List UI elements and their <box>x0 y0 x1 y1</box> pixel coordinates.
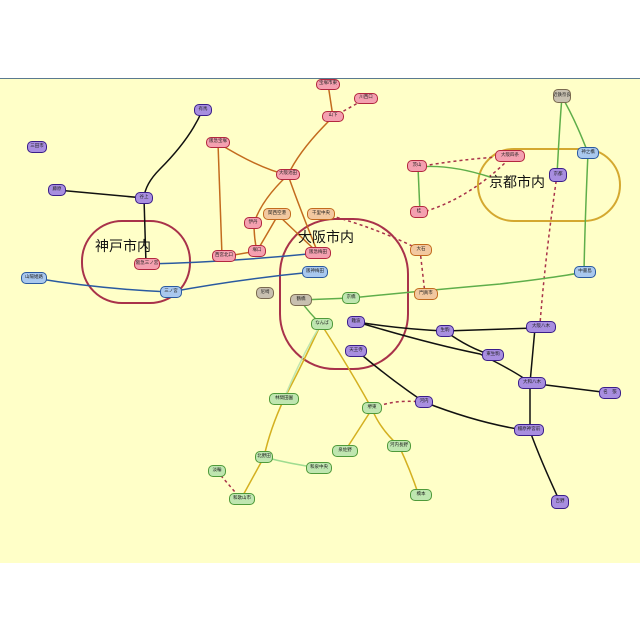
line-black-1 <box>143 110 203 199</box>
station-node[interactable]: 大阪池田 <box>276 169 300 180</box>
line-orange-6 <box>277 214 319 254</box>
line-orange-1 <box>217 142 223 257</box>
kobe-region-label: 神戸市内 <box>95 239 151 255</box>
station-node[interactable]: 桂 <box>410 206 428 218</box>
station-node[interactable]: 中書島 <box>574 266 596 278</box>
station-node[interactable]: 阪神梅田 <box>302 266 328 278</box>
station-node[interactable]: 河内長野 <box>387 440 411 452</box>
line-black-7 <box>529 327 561 503</box>
line-orange-4 <box>287 174 319 254</box>
station-node[interactable]: 門真市 <box>414 288 438 300</box>
station-node[interactable]: 北野田 <box>255 451 273 463</box>
station-node[interactable]: なんば <box>311 318 333 330</box>
station-node[interactable]: 和歌山市 <box>229 493 255 505</box>
station-node[interactable]: 橋本 <box>410 489 432 501</box>
line-black-3 <box>143 197 147 265</box>
station-node[interactable]: 谷上 <box>135 192 153 204</box>
kyoto-region-label: 京都市内 <box>489 175 545 191</box>
line-black-2 <box>56 189 145 199</box>
station-node[interactable]: 有馬 <box>194 104 212 116</box>
line-dotted-6 <box>539 174 558 325</box>
line-blue-3 <box>169 271 314 293</box>
station-node[interactable]: 関西空港 <box>263 208 291 220</box>
station-node[interactable]: 大阪四条 <box>495 150 525 162</box>
station-node[interactable]: 宝塚市東 <box>316 79 340 90</box>
station-node[interactable]: 神之橋 <box>577 147 599 159</box>
station-node[interactable]: 和泉中央 <box>306 462 332 474</box>
line-green-4 <box>556 96 563 176</box>
line-green-3 <box>561 96 589 154</box>
station-node[interactable]: 吉野 <box>551 495 569 509</box>
station-node[interactable]: 三ノ宮 <box>160 286 182 298</box>
line-green-1 <box>417 166 421 214</box>
diagram-canvas: 宝塚市東川西口山下阪急宝塚大阪池田 茨山 大阪四条桂伊丹関西空港 千里中央塚口 阪急梅田… <box>0 78 640 563</box>
line-yellow-3 <box>344 408 373 452</box>
station-node[interactable]: 鶴橋 <box>290 294 312 306</box>
line-dotted-2 <box>419 155 513 214</box>
station-node[interactable]: 千里中央 <box>307 208 335 220</box>
kyoto-region-circle <box>477 148 621 222</box>
line-blue-2 <box>33 277 171 293</box>
station-node[interactable]: 三田市 <box>27 141 47 153</box>
station-node[interactable]: 塚口 <box>248 245 266 257</box>
station-node[interactable]: 名 張 <box>599 387 621 399</box>
station-node[interactable]: 河内 <box>415 396 433 408</box>
station-node[interactable]: 淡輪 <box>208 465 226 477</box>
station-node[interactable]: 藤原 <box>48 184 66 196</box>
line-yellow-2 <box>320 323 420 497</box>
station-node[interactable]: 東生駒 <box>482 349 504 361</box>
station-node[interactable]: 大和八木 <box>518 377 546 389</box>
station-node[interactable]: 泉佐野 <box>332 445 358 457</box>
station-node[interactable]: 阪急三ノ宮 <box>134 258 160 270</box>
station-node[interactable]: 阪急宝塚 <box>206 137 230 148</box>
station-node[interactable]: 山陽姫路 <box>21 272 47 284</box>
station-node[interactable]: 天王寺 <box>345 345 367 357</box>
station-node[interactable]: 近鉄奈良 <box>553 89 571 103</box>
station-node[interactable]: 大阪八木 <box>526 321 556 333</box>
station-node[interactable]: 川西口 <box>354 93 378 104</box>
station-node[interactable]: 尼崎 <box>256 287 274 299</box>
station-node[interactable]: 大石 <box>410 244 432 256</box>
line-green-5 <box>583 152 589 273</box>
station-node[interactable]: 難波 <box>347 316 365 328</box>
line-black-5 <box>356 321 531 384</box>
station-node[interactable]: 京都 <box>549 168 567 182</box>
station-node[interactable]: 阪急梅田 <box>305 247 331 259</box>
line-black-8 <box>356 350 531 432</box>
osaka-region-label: 大阪市内 <box>298 230 354 246</box>
station-node[interactable]: 西宮北口 <box>212 250 236 262</box>
station-node[interactable]: 茨山 <box>407 160 427 172</box>
station-node[interactable]: 堺東 <box>362 402 382 414</box>
line-lightgreen-2 <box>283 323 322 400</box>
station-node[interactable]: 橿原神宮前 <box>514 424 544 436</box>
station-node[interactable]: 京橋 <box>342 292 360 304</box>
station-node[interactable]: 林間田園 <box>269 393 299 405</box>
line-dotted-4 <box>419 249 426 295</box>
station-node[interactable]: 生駒 <box>436 325 454 337</box>
station-node[interactable]: 伊丹 <box>244 217 262 229</box>
station-node[interactable]: 山下 <box>322 111 344 122</box>
line-green-6 <box>350 271 585 299</box>
line-orange-5 <box>287 116 334 176</box>
